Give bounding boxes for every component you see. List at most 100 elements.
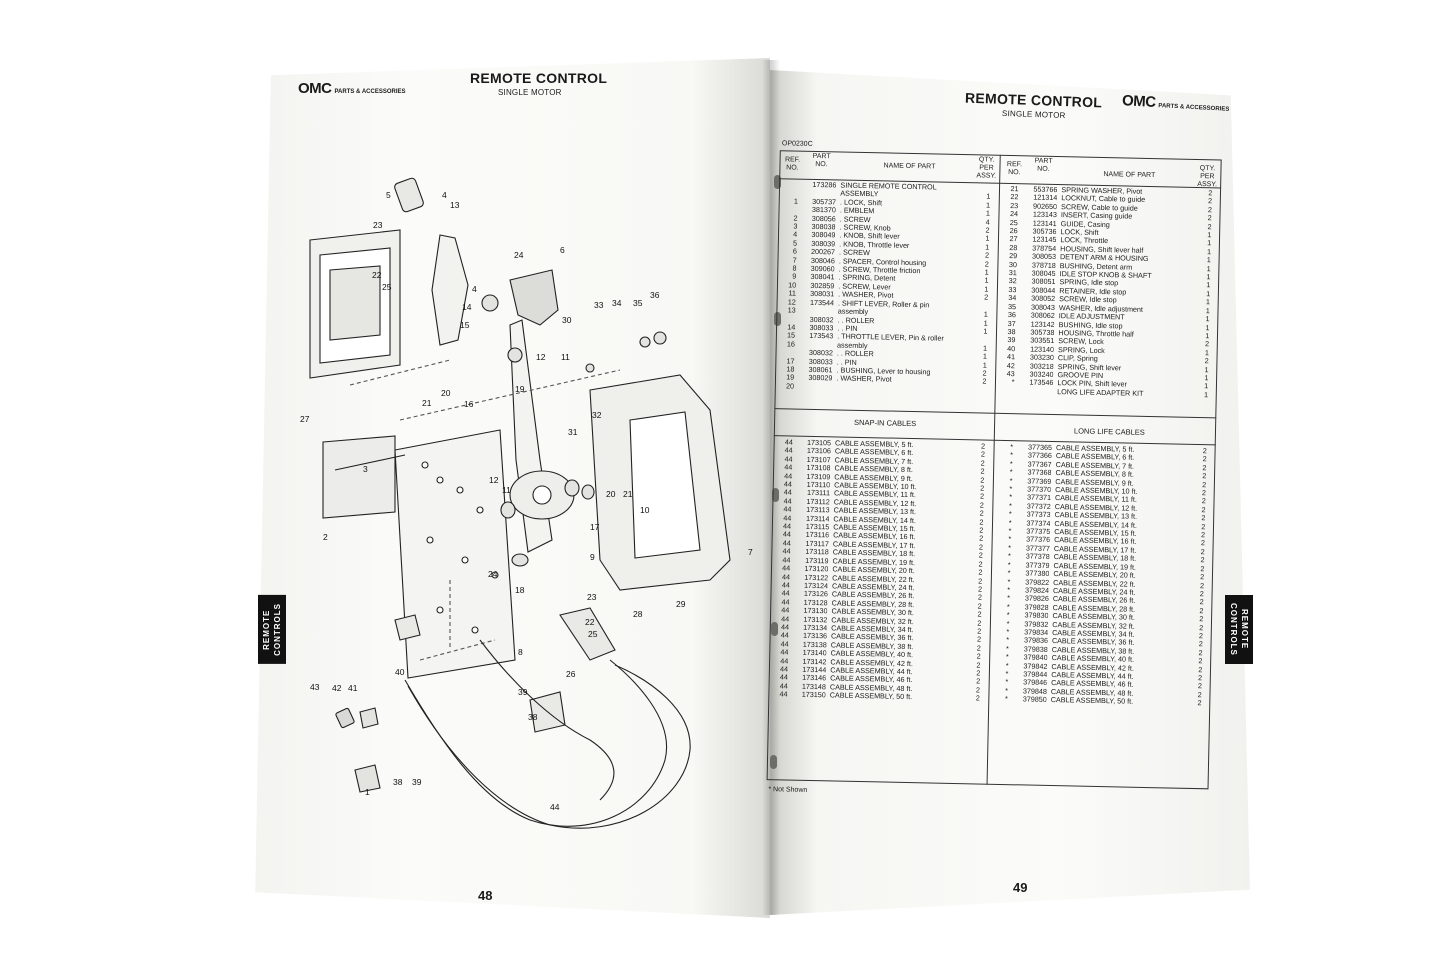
ref-no: 21 (1010, 184, 1019, 194)
qty: 2 (978, 576, 983, 586)
qty: 2 (1199, 598, 1204, 607)
callout-number: 15 (460, 320, 470, 330)
qty: 1 (986, 201, 991, 210)
qty: 1 (983, 327, 988, 336)
qty: 2 (976, 669, 981, 678)
callout-number: 20 (441, 388, 451, 398)
qty: 2 (979, 509, 984, 518)
callout-number: 33 (594, 300, 604, 310)
callout-number: 38 (528, 712, 538, 722)
qty: 2 (979, 534, 984, 544)
ref-no (781, 180, 798, 189)
qty: 2 (976, 635, 982, 644)
callout-number: 41 (348, 683, 358, 693)
ref-no: 33 (1008, 285, 1017, 295)
qty: 2 (980, 475, 985, 485)
footnote: * Not Shown (768, 786, 808, 794)
ref-no: 43 (1006, 369, 1015, 379)
ref-no: 44 (784, 463, 793, 472)
qty: 2 (976, 677, 981, 686)
qty: 2 (1199, 589, 1204, 599)
ref-no: 39 (1007, 336, 1016, 345)
qty: 1 (1204, 348, 1209, 357)
qty: 1 (1207, 231, 1212, 240)
ref-no: * (1006, 627, 1010, 637)
ref-no: * (1008, 510, 1012, 519)
qty: 1 (1206, 281, 1211, 290)
ref-no: * (1009, 476, 1013, 485)
qty: 1 (1207, 239, 1212, 248)
ref-no: * (1005, 686, 1009, 695)
qty: 2 (980, 450, 985, 459)
ref-no: * (1006, 602, 1010, 611)
qty: 2 (1207, 214, 1212, 223)
callout-number: 13 (450, 200, 460, 210)
callout-number: 2 (323, 532, 328, 542)
qty: 1 (984, 268, 989, 277)
qty: 1 (982, 352, 988, 361)
qty: 2 (977, 602, 982, 611)
callout-number: 12 (489, 475, 499, 485)
callout-number: 5 (386, 190, 391, 200)
qty: 1 (985, 209, 991, 218)
ref-no: 42 (1006, 361, 1015, 370)
ref-no: 44 (782, 555, 791, 565)
callout-number: 1 (365, 787, 370, 797)
callout-number: 28 (633, 609, 643, 619)
qty: 2 (978, 568, 983, 577)
qty: 2 (1204, 357, 1209, 366)
qty: 2 (982, 369, 987, 378)
ref-no: 13 (787, 306, 796, 315)
callout-number: 7 (748, 547, 753, 557)
ref-no: 25 (1009, 218, 1018, 227)
callout-number: 11 (561, 352, 570, 362)
qty: 1 (983, 344, 988, 353)
ref-no: * (1008, 543, 1012, 553)
ref-no (781, 189, 798, 198)
callout-number: 43 (310, 682, 320, 692)
ref-no: 22 (1010, 193, 1019, 202)
qty: 2 (1199, 615, 1204, 624)
qty: 1 (1204, 373, 1209, 383)
ref-no: 15 (787, 331, 796, 340)
callout-number: 39 (412, 777, 422, 787)
binding-hole (774, 175, 781, 189)
qty: 1 (1205, 298, 1211, 307)
ref-no: 9 (792, 272, 797, 282)
qty: 2 (1200, 531, 1206, 540)
qty: 2 (1201, 489, 1207, 498)
ref-no: 44 (780, 648, 789, 657)
page-number-left: 48 (478, 888, 493, 903)
ref-no: 3 (793, 222, 798, 231)
header-qty-2: QTY. PER ASSY. (1197, 165, 1218, 189)
qty: 2 (985, 226, 990, 235)
qty: 2 (982, 377, 987, 386)
callout-number: 34 (612, 298, 622, 308)
ref-no: * (1008, 535, 1012, 544)
qty: 2 (976, 660, 981, 670)
ref-no: * (1007, 577, 1011, 586)
ref-no: 44 (781, 572, 791, 582)
qty: 2 (978, 543, 984, 552)
ref-no: 37 (1007, 319, 1016, 328)
qty: 1 (985, 243, 990, 252)
ref-no: 36 (1007, 310, 1016, 320)
qty: 1 (982, 360, 987, 370)
callout-number: 21 (422, 398, 432, 408)
ref-no: * (1010, 442, 1014, 452)
ref-no: 44 (780, 656, 789, 666)
ref-no: 44 (784, 438, 793, 447)
part-no (794, 382, 832, 391)
ref-no: * (1011, 378, 1015, 387)
ref-no: 44 (783, 497, 792, 506)
callout-number: 4 (472, 284, 477, 294)
qty: 2 (1199, 606, 1204, 615)
ref-no: 44 (783, 513, 792, 523)
qty: 2 (1197, 690, 1202, 699)
ref-no: 44 (780, 631, 789, 640)
